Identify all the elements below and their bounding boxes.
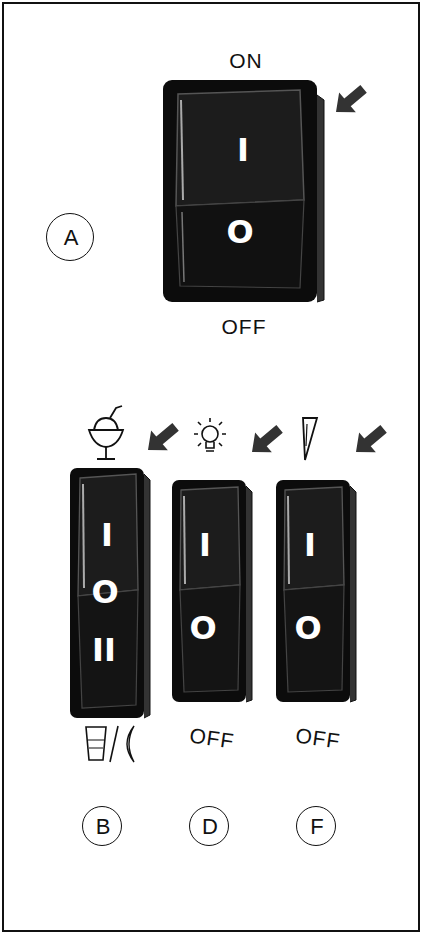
switch-face: IO bbox=[195, 105, 295, 275]
switch-marking: I bbox=[101, 519, 113, 551]
switch-marking: I bbox=[237, 134, 249, 166]
frame bbox=[3, 3, 419, 931]
defrost-switch bbox=[276, 480, 356, 702]
switch-face: IO bbox=[284, 505, 340, 655]
callout-circle: D bbox=[189, 806, 229, 846]
off-label: OFF bbox=[222, 316, 267, 337]
main-switch bbox=[163, 80, 324, 302]
drink-night-icon bbox=[86, 726, 134, 762]
callout-circle: B bbox=[82, 806, 122, 846]
switch-face: IO II bbox=[80, 500, 134, 685]
switch-marking: II bbox=[92, 634, 116, 666]
callout-letter: A bbox=[64, 227, 79, 249]
defrost-icon bbox=[303, 418, 317, 460]
on-label: ON bbox=[229, 50, 263, 71]
switch-marking: O bbox=[91, 576, 118, 608]
ice-cream-icon bbox=[89, 406, 123, 459]
callout-circle: F bbox=[296, 806, 336, 846]
callout-letter: B bbox=[96, 816, 111, 838]
switch-marking: I bbox=[304, 529, 316, 561]
callout-letter: D bbox=[202, 816, 218, 838]
switch-face: IO bbox=[180, 505, 236, 655]
mode-switch bbox=[70, 468, 150, 718]
switch-marking: O bbox=[189, 612, 216, 644]
callout-circle: A bbox=[46, 213, 94, 261]
pointer-arrow bbox=[244, 419, 288, 462]
off-label: OFF bbox=[294, 724, 341, 751]
light-bulb-icon bbox=[194, 418, 226, 451]
pointer-arrow bbox=[328, 79, 372, 122]
pointer-arrow bbox=[348, 419, 392, 462]
switch-marking: O bbox=[294, 612, 321, 644]
off-label: OFF bbox=[188, 724, 235, 751]
pointer-arrow bbox=[140, 417, 184, 460]
light-switch bbox=[172, 480, 252, 702]
switch-marking: O bbox=[226, 216, 253, 248]
switch-marking: I bbox=[199, 529, 211, 561]
callout-letter: F bbox=[310, 816, 323, 838]
